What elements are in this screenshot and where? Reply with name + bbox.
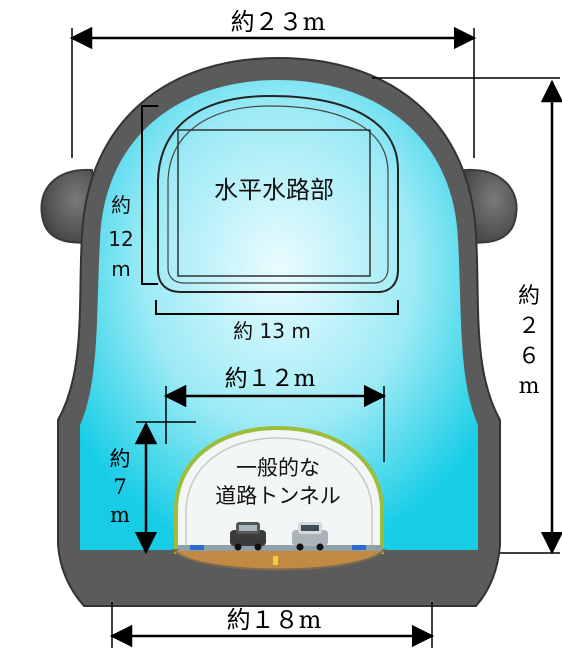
road-tunnel-outline — [174, 425, 384, 554]
road-surface — [171, 549, 387, 571]
road-tunnel-label-line2: 道路トンネル — [215, 484, 341, 508]
car-right-icon — [292, 522, 328, 551]
road-marker-yellow — [273, 556, 278, 565]
road-tunnel-label-line1: 一般的な — [236, 456, 320, 480]
bottom-width-label: 約１８m — [227, 606, 322, 634]
channel-height-label-char3: m — [111, 257, 130, 281]
road-width-label: 約１２m — [225, 366, 316, 392]
road-deck — [178, 545, 382, 551]
road-tunnel-inner-arch — [185, 437, 373, 548]
height-label-char4: m — [519, 374, 540, 399]
channel-label: 水平水路部 — [214, 176, 334, 204]
channel-height-bracket — [141, 105, 158, 285]
road-height-label-char2: 7 — [113, 475, 126, 499]
channel-outline-inner — [167, 105, 389, 284]
height-label-char2: ２ — [518, 314, 540, 339]
sidewalk-right — [352, 545, 366, 550]
height-label-char3: ６ — [518, 344, 540, 369]
height-label-char1: 約 — [518, 284, 540, 309]
channel-inner-box — [177, 129, 371, 277]
road-height-label-char1: 約 — [110, 447, 131, 471]
channel-height-label-char1: 約 — [111, 193, 131, 217]
channel-width-bracket — [155, 300, 399, 315]
top-width-label: 約２３m — [231, 8, 326, 36]
channel-width-label: 約 13 m — [233, 319, 311, 343]
channel-outline-outer — [157, 94, 399, 293]
road-height-label-char3: m — [110, 503, 130, 527]
sidewalk-left — [190, 545, 204, 550]
channel-height-label-char2: 12 — [108, 227, 133, 251]
car-left-icon — [230, 522, 266, 551]
